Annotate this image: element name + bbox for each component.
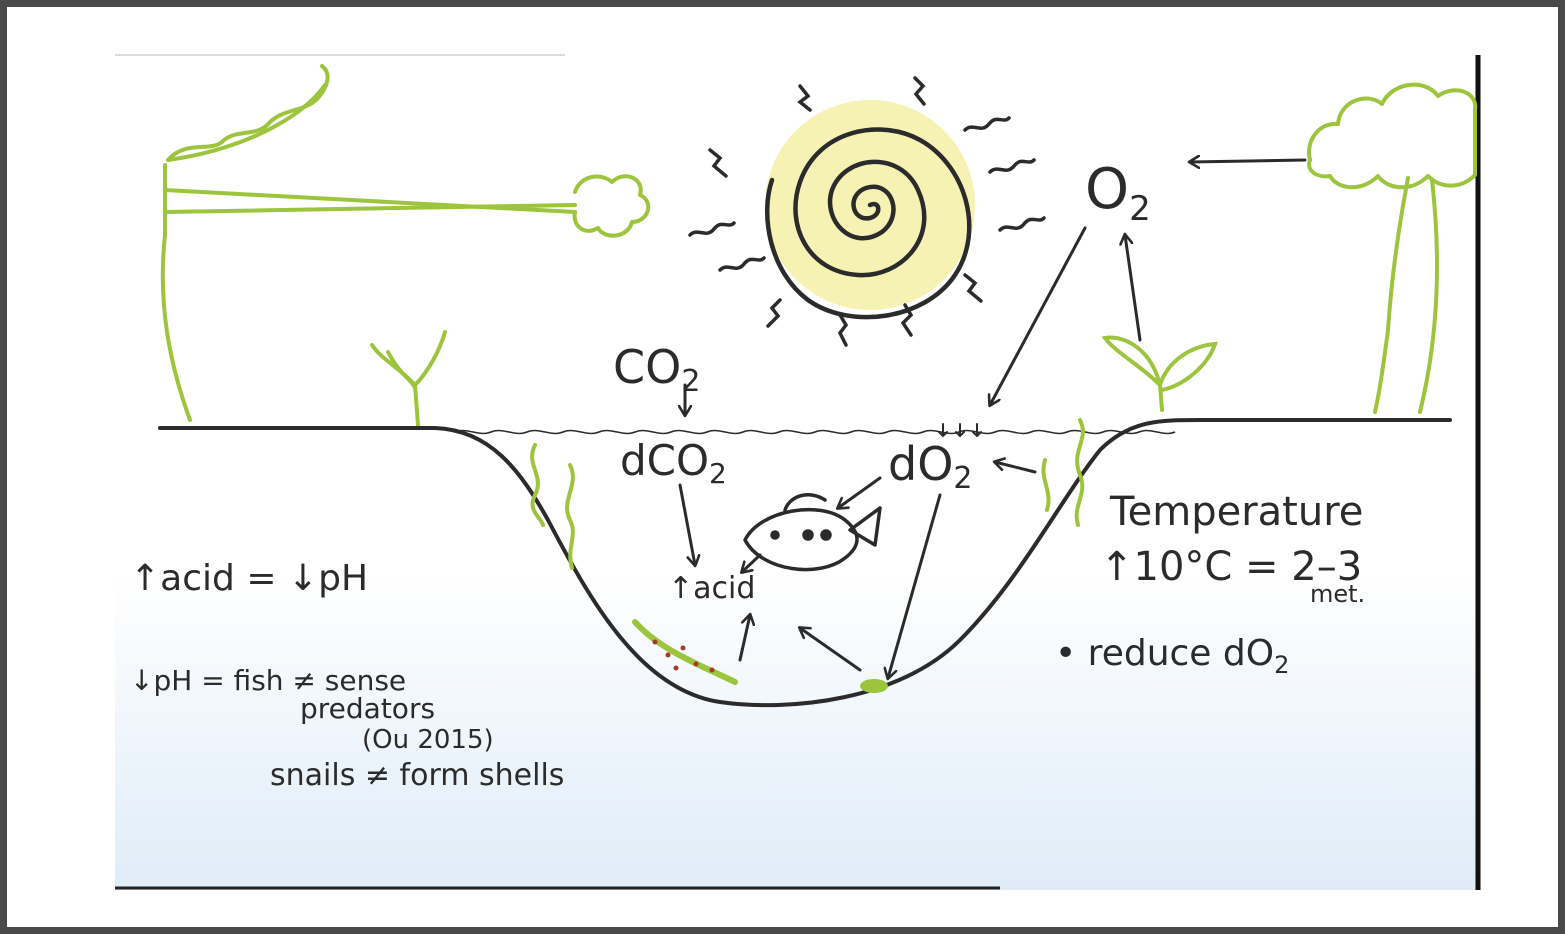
label-temperature-met: met.	[1310, 580, 1365, 608]
label-reduce-do2: • reduce dO2	[1055, 633, 1289, 679]
label-acid-center: ↑acid	[668, 571, 755, 606]
bottom-organism	[860, 679, 888, 693]
label-ph-effect-line2: predators	[300, 692, 435, 725]
label-ph-effect-line4: snails ≠ form shells	[270, 758, 564, 793]
label-temperature: Temperature	[1109, 489, 1363, 535]
label-acid-equation: ↑acid = ↓pH	[130, 558, 368, 599]
arrow-tree-to-o2	[1190, 160, 1305, 162]
label-ph-effect-citation: (Ou 2015)	[362, 725, 494, 755]
